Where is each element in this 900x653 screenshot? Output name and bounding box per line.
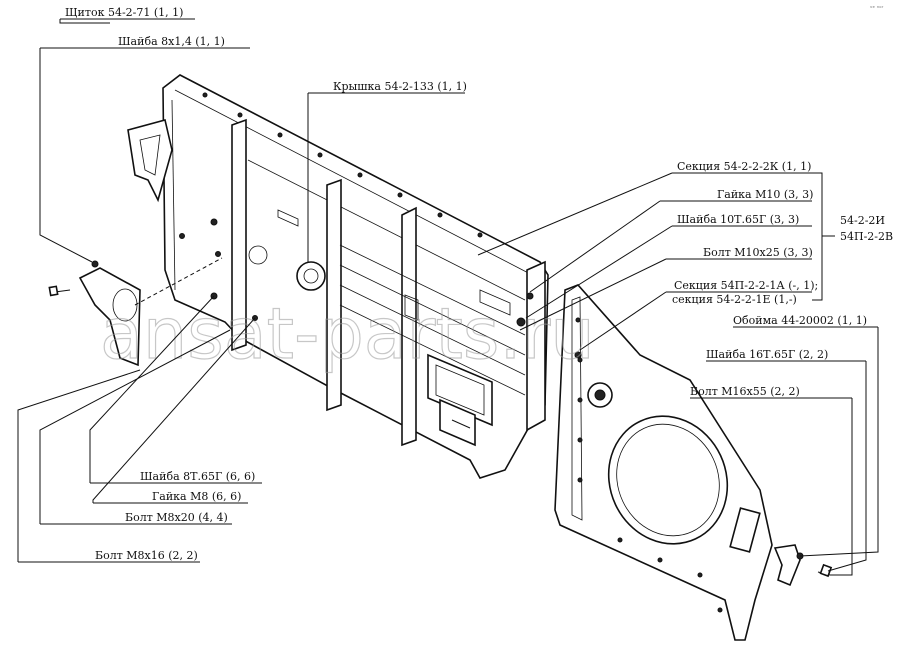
leader-lines (17, 18, 879, 576)
label-shayba-16t: Шайба 16Т.65Г (2, 2) (706, 348, 828, 361)
corner-mark: ᵛᵉ ⁿᵒʳ (870, 5, 884, 12)
bolt-m8x16-part (48, 285, 71, 297)
bolts-m10x25 (516, 292, 534, 327)
label-sektsiya-a: Секция 54П-2-2-1А (-, 1); (674, 279, 818, 292)
label-bolt-m8x16: Болт М8х16 (2, 2) (95, 549, 198, 562)
label-bolt-m16x55: Болт М16х55 (2, 2) (690, 385, 800, 398)
label-bolt-m8x20: Болт М8х20 (4, 4) (125, 511, 228, 524)
right-panel-section (554, 284, 773, 641)
label-bolt-m10x25: Болт М10х25 (3, 3) (703, 246, 813, 259)
label-gayka-m10: Гайка М10 (3, 3) (717, 188, 813, 201)
label-sektsiya-k: Секция 54-2-2-2К (1, 1) (677, 160, 811, 173)
label-gayka-m8: Гайка М8 (6, 6) (152, 490, 241, 503)
cover-plate (296, 261, 326, 291)
watermark: ansat-parts.ru (100, 293, 595, 375)
label-shayba-8x14: Шайба 8х1,4 (1, 1) (118, 35, 225, 48)
label-sektsiya-e: секция 54-2-2-1Е (1,-) (672, 293, 797, 306)
label-model-2: 54П-2-2В (840, 230, 893, 243)
label-oboyma: Обойма 44-20002 (1, 1) (733, 314, 867, 327)
label-shayba-8t: Шайба 8Т.65Г (6, 6) (140, 470, 255, 483)
label-kryshka: Крышка 54-2-133 (1, 1) (333, 80, 467, 93)
label-shchitok: Щиток 54-2-71 (1, 1) (65, 6, 183, 19)
part-labels: Щиток 54-2-71 (1, 1) Шайба 8х1,4 (1, 1) … (65, 5, 893, 562)
shield-part (78, 119, 173, 367)
clamp-part (773, 544, 833, 587)
left-panel-section (162, 74, 549, 479)
assembly-dashline (134, 257, 223, 306)
label-shayba-10t: Шайба 10Т.65Г (3, 3) (677, 213, 799, 226)
label-model-1: 54-2-2И (840, 214, 885, 227)
